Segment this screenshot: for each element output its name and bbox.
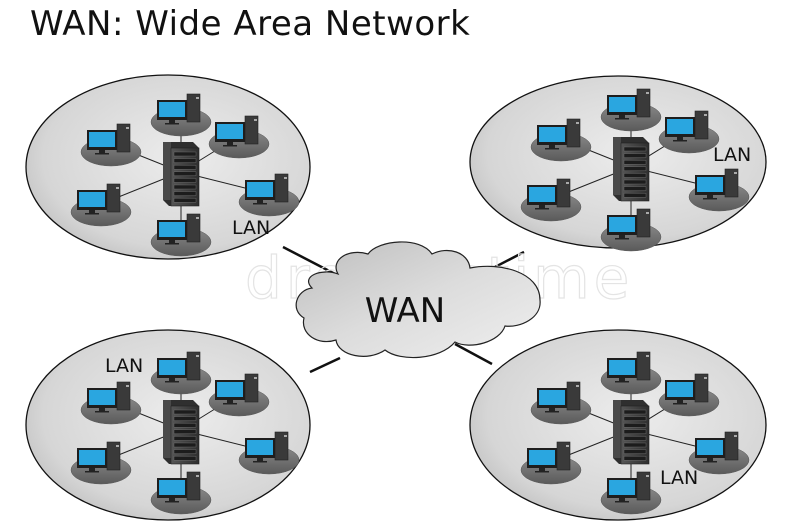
workstation bbox=[238, 173, 300, 217]
workstation bbox=[80, 123, 142, 167]
lan-bottom-right: LAN bbox=[469, 329, 767, 521]
lan-label: LAN bbox=[105, 355, 143, 377]
workstation bbox=[530, 118, 592, 162]
monitor-screen bbox=[217, 382, 243, 397]
server-icon bbox=[613, 400, 650, 465]
workstation bbox=[600, 471, 662, 515]
monitor-screen bbox=[609, 360, 635, 375]
workstation bbox=[520, 441, 582, 485]
monitor-screen bbox=[609, 217, 635, 232]
workstation bbox=[208, 115, 270, 159]
workstation bbox=[150, 93, 212, 137]
workstation bbox=[600, 208, 662, 252]
lan-top-right: LAN bbox=[469, 75, 767, 252]
lan-bottom-left: LAN bbox=[25, 329, 311, 521]
workstation bbox=[530, 381, 592, 425]
link-bottom-left bbox=[309, 356, 341, 374]
link-bottom-right bbox=[454, 342, 493, 366]
monitor-screen bbox=[79, 192, 105, 207]
monitor-screen bbox=[89, 132, 115, 147]
wan-cloud: WAN bbox=[295, 241, 541, 359]
monitor-screen bbox=[159, 222, 185, 237]
server-icon bbox=[163, 142, 200, 207]
monitor-screen bbox=[159, 480, 185, 495]
monitor-screen bbox=[79, 450, 105, 465]
link-top-left bbox=[282, 245, 338, 277]
workstation bbox=[520, 178, 582, 222]
monitor-screen bbox=[529, 450, 555, 465]
monitor-screen bbox=[159, 360, 185, 375]
monitor-screen bbox=[539, 390, 565, 405]
monitor-screen bbox=[697, 440, 723, 455]
workstation bbox=[70, 183, 132, 227]
workstation bbox=[688, 168, 750, 212]
monitor-screen bbox=[217, 124, 243, 139]
monitor-screen bbox=[697, 177, 723, 192]
lan-top-left: LAN bbox=[25, 74, 311, 260]
lan-label: LAN bbox=[232, 217, 270, 239]
wan-label: WAN bbox=[365, 291, 445, 331]
monitor-screen bbox=[529, 187, 555, 202]
monitor-screen bbox=[539, 127, 565, 142]
workstation bbox=[150, 351, 212, 395]
monitor-screen bbox=[89, 390, 115, 405]
server-icon bbox=[163, 400, 200, 465]
server-icon bbox=[613, 137, 650, 202]
workstation bbox=[80, 381, 142, 425]
lan-label: LAN bbox=[713, 144, 751, 166]
workstation bbox=[658, 373, 720, 417]
workstation bbox=[600, 88, 662, 132]
workstation bbox=[600, 351, 662, 395]
monitor-screen bbox=[667, 119, 693, 134]
workstation bbox=[150, 471, 212, 515]
monitor-screen bbox=[247, 440, 273, 455]
workstation bbox=[658, 110, 720, 154]
workstation bbox=[150, 213, 212, 257]
wan-links bbox=[282, 245, 525, 374]
monitor-screen bbox=[609, 97, 635, 112]
monitor-screen bbox=[667, 382, 693, 397]
page-title: WAN: Wide Area Network bbox=[30, 4, 471, 44]
workstation bbox=[688, 431, 750, 475]
workstation bbox=[208, 373, 270, 417]
monitor-screen bbox=[609, 480, 635, 495]
lan-label: LAN bbox=[660, 467, 698, 489]
workstation bbox=[70, 441, 132, 485]
monitor-screen bbox=[159, 102, 185, 117]
workstation bbox=[238, 431, 300, 475]
monitor-screen bbox=[247, 182, 273, 197]
